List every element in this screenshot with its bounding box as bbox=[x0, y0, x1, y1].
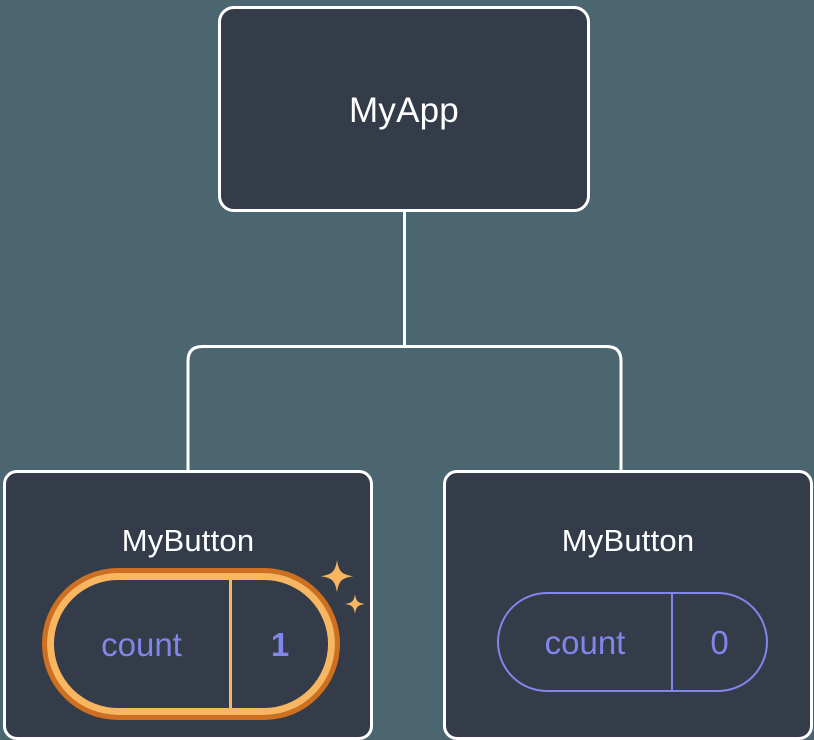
state-pill-divider bbox=[229, 580, 232, 708]
state-key-label: count bbox=[544, 623, 626, 661]
component-node-mybutton-left[interactable]: MyButton count 1 bbox=[3, 470, 373, 740]
state-pill-plain[interactable]: count 0 bbox=[497, 592, 768, 692]
component-node-title: MyButton bbox=[561, 523, 695, 558]
state-value-label: 1 bbox=[270, 625, 290, 663]
state-pill-divider bbox=[671, 594, 673, 690]
component-node-title: MyApp bbox=[349, 91, 459, 130]
state-value-label: 0 bbox=[710, 623, 729, 661]
component-node-mybutton-right[interactable]: MyButton count 0 bbox=[443, 470, 813, 740]
component-node-title: MyButton bbox=[121, 523, 255, 558]
state-pill-highlighted[interactable]: count 1 bbox=[47, 573, 335, 715]
state-key-label: count bbox=[101, 625, 182, 663]
component-node-myapp[interactable]: MyApp bbox=[218, 6, 590, 212]
